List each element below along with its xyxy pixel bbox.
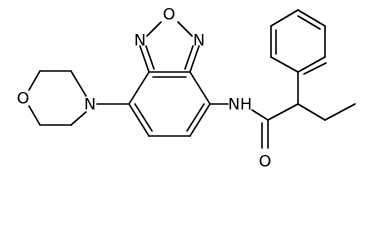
bond-morph-c2-o xyxy=(28,70,41,91)
bond-ph4-ph5 xyxy=(270,9,299,27)
canvas-background xyxy=(0,0,391,182)
bonds xyxy=(28,9,356,149)
bond-ph3-ph4-double xyxy=(297,15,321,30)
bond-o-n3 xyxy=(177,21,193,37)
bond-carbonyl-alpha xyxy=(267,103,299,121)
bond-c7-c3a xyxy=(128,71,150,105)
bond-c7a-c4 xyxy=(189,71,211,105)
bond-n3-c7a-double xyxy=(184,45,194,70)
bond-c3a-n1 xyxy=(139,45,150,73)
bond-n1-o xyxy=(146,21,162,37)
bond-n3-c7a xyxy=(189,45,200,73)
bond-c3a-n1-double xyxy=(145,45,155,70)
bond-morph-n-c1 xyxy=(70,70,87,97)
atom-label-oxadiazole-n-left: N xyxy=(134,31,146,50)
bond-ph6-ph1 xyxy=(270,56,299,73)
bond-ph3-ph4 xyxy=(297,9,326,27)
bond-ph1-ph2-double xyxy=(303,62,327,75)
atom-label-morpholine-oxygen: O xyxy=(17,89,30,108)
bond-c6-c7 xyxy=(128,103,150,137)
bond-morph-c4-n xyxy=(70,111,87,126)
atom-label-amide-oxygen: O xyxy=(259,152,272,171)
atom-label-oxadiazole-n-right: N xyxy=(193,31,205,50)
atom-labels: O N N NH O O N xyxy=(17,5,272,171)
bond-c6-c7-double xyxy=(134,103,153,132)
bond-morph-o-c3 xyxy=(28,105,41,126)
bond-nh-carbonyl xyxy=(251,109,269,121)
bond-ph1-ph2 xyxy=(297,56,326,73)
atom-label-ring-oxygen: O xyxy=(163,5,176,24)
atom-label-morpholine-nitrogen: N xyxy=(84,95,96,114)
bond-ch2-ch3 xyxy=(324,103,356,121)
bond-alpha-ch2 xyxy=(297,103,326,121)
bond-c4-c5 xyxy=(189,103,211,137)
atom-label-amide-nh: NH xyxy=(228,95,252,114)
bond-c4-c5-double xyxy=(186,103,205,132)
chemical-structure-diagram: O N N NH O O N xyxy=(0,0,391,182)
